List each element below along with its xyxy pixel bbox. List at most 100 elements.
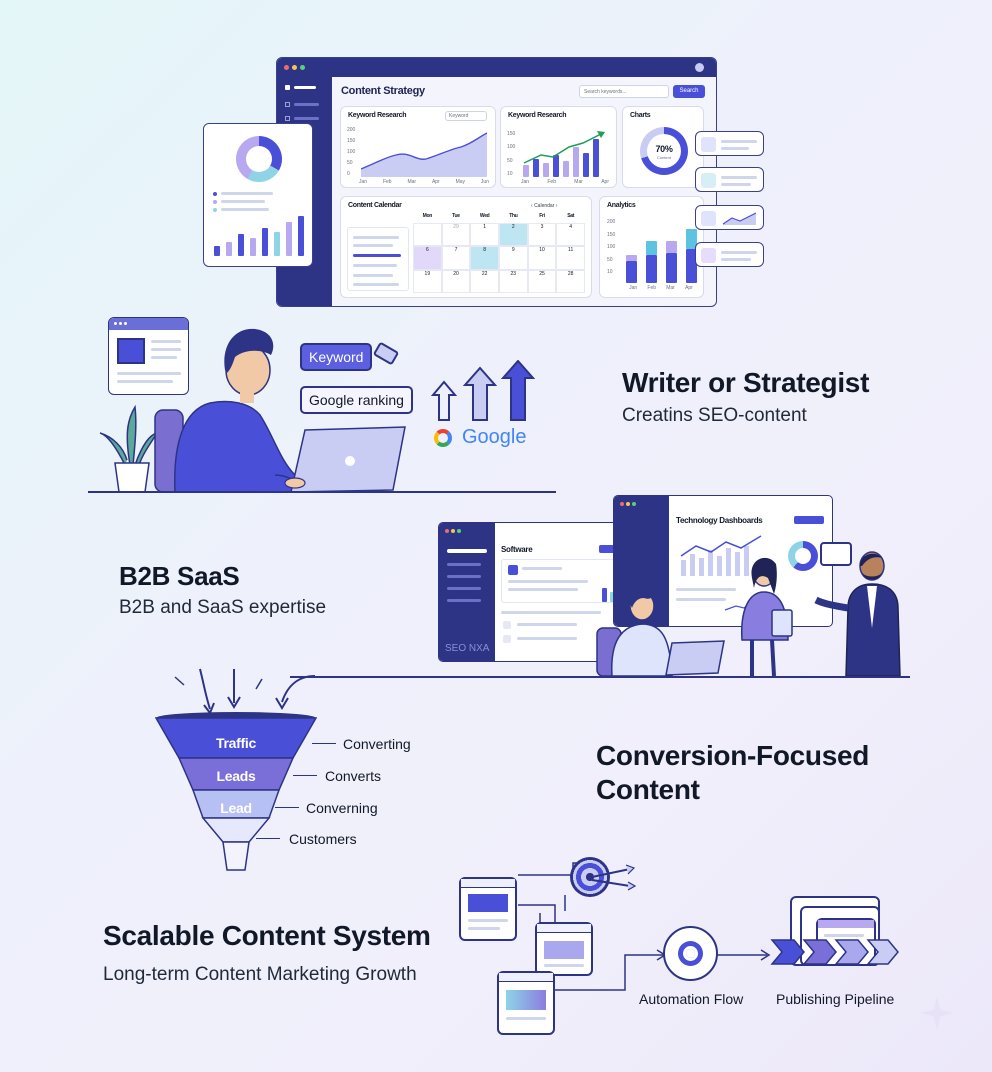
sidebar-item[interactable] xyxy=(447,599,481,602)
growth-arrows-icon xyxy=(430,360,536,421)
bar xyxy=(666,253,677,283)
y-axis-ticks: 200 150 100 50 10 xyxy=(607,219,615,275)
home-icon[interactable] xyxy=(285,85,290,90)
bar xyxy=(666,241,677,253)
y-tick: 150 xyxy=(607,231,616,238)
sidebar-item[interactable] xyxy=(447,575,481,578)
y-tick: 200 xyxy=(347,127,356,133)
sidebar-item-list[interactable] xyxy=(294,103,319,106)
image-placeholder-icon xyxy=(506,990,546,1010)
sidebar-item[interactable] xyxy=(447,549,487,553)
y-tick: 50 xyxy=(347,160,353,166)
task-line xyxy=(353,254,401,257)
calendar-cell[interactable]: 3 xyxy=(527,223,557,247)
text-line xyxy=(151,348,181,351)
widget-analytics[interactable] xyxy=(695,242,764,267)
calendar-cell[interactable]: 7 xyxy=(441,246,471,270)
maximize-dot-icon[interactable] xyxy=(300,65,305,70)
x-tick: Mar xyxy=(666,285,675,291)
sparkle-icon xyxy=(920,996,954,1030)
calendar-cell[interactable]: 19 xyxy=(413,269,442,293)
y-tick: 100 xyxy=(347,149,356,155)
node-bar xyxy=(461,879,515,888)
automation-gear-icon[interactable] xyxy=(663,926,718,981)
calendar-icon xyxy=(701,173,716,188)
keyword-research-card: Keyword Research Keyword 200 150 100 50 … xyxy=(340,106,496,188)
x-axis-ticks: Jan Feb Mar Apr xyxy=(521,179,609,185)
calendar-cell[interactable]: 10 xyxy=(527,246,557,270)
keyword-dropdown[interactable]: Keyword xyxy=(445,111,487,121)
saas-subtitle: B2B and SaaS expertise xyxy=(119,597,327,618)
bar-chart-icon xyxy=(701,137,716,152)
calendar-cell[interactable]: 20 xyxy=(441,269,471,293)
writer-title: Writer or Strategist xyxy=(622,367,870,398)
sidebar-item-doc[interactable] xyxy=(294,117,319,120)
calendar-cell[interactable]: 25 xyxy=(527,269,557,293)
sparkline-icon xyxy=(722,212,757,225)
writer-illustration xyxy=(99,328,406,493)
x-tick: May xyxy=(455,179,466,185)
close-dot-icon[interactable] xyxy=(284,65,289,70)
sidebar-item-home[interactable] xyxy=(294,86,316,89)
calendar-cell[interactable]: 6 xyxy=(413,246,442,270)
gear-center-icon xyxy=(686,949,695,958)
funnel-label-converning: Converning xyxy=(306,800,378,816)
calendar-cell[interactable]: 9 xyxy=(498,246,528,270)
dot-icon xyxy=(124,322,127,325)
analytics-card: Analytics 200 150 100 50 10 Jan Feb Mar … xyxy=(599,196,704,298)
automation-label: Automation Flow xyxy=(639,991,744,1007)
google-logo: Google xyxy=(462,426,527,448)
calendar-cell[interactable]: 22 xyxy=(470,269,499,293)
connector-line xyxy=(312,743,336,744)
day-header: Mon xyxy=(422,213,433,219)
bar xyxy=(610,592,615,602)
bar xyxy=(553,155,559,177)
dot-icon xyxy=(626,502,630,506)
widget-line-chart[interactable] xyxy=(695,205,764,230)
x-axis-ticks: Jan Feb Mar Apr xyxy=(624,285,698,291)
bar xyxy=(226,242,232,256)
trend-icon xyxy=(701,211,716,226)
calendar-cell[interactable] xyxy=(413,223,442,247)
list-icon xyxy=(503,635,511,643)
sidebar-item[interactable] xyxy=(447,563,481,566)
funnel-label-converts: Converts xyxy=(325,768,382,784)
calendar-cell[interactable]: 11 xyxy=(556,246,585,270)
user-avatar-icon[interactable] xyxy=(695,63,704,72)
sidebar-item[interactable] xyxy=(447,587,481,590)
calendar-cell[interactable]: 1 xyxy=(470,223,499,247)
system-subtitle: Long-term Content Marketing Growth xyxy=(103,964,417,985)
minimize-dot-icon[interactable] xyxy=(292,65,297,70)
calendar-nav[interactable]: ‹ Calendar › xyxy=(531,203,558,209)
y-tick: 150 xyxy=(347,138,356,144)
image-placeholder-icon xyxy=(117,338,145,364)
widget-bar-chart[interactable] xyxy=(695,131,764,156)
bar xyxy=(214,246,220,256)
calendar-cell[interactable]: 29 xyxy=(441,223,471,247)
team-illustration xyxy=(596,551,901,677)
calendar-cell[interactable]: 28 xyxy=(556,269,585,293)
calendar-task-list xyxy=(347,227,409,291)
bar xyxy=(250,238,256,256)
doc-icon[interactable] xyxy=(285,116,290,121)
calendar-cell[interactable]: 2 xyxy=(498,223,528,247)
day-header: Wed xyxy=(479,213,490,219)
node-bar xyxy=(818,920,874,928)
calendar-cell[interactable]: 8 xyxy=(470,246,499,270)
widget-line xyxy=(721,147,749,150)
image-placeholder-icon xyxy=(468,894,508,912)
search-input[interactable]: Search keywords... xyxy=(579,85,669,98)
list-icon[interactable] xyxy=(285,102,290,107)
content-calendar-card: Content Calendar ‹ Calendar › Mon Tue We… xyxy=(340,196,592,298)
conversion-title-line2: Content xyxy=(596,774,700,805)
header-button[interactable] xyxy=(794,516,824,524)
flow-node-doc-3 xyxy=(497,971,555,1035)
calendar-cell[interactable]: 4 xyxy=(556,223,585,247)
search-button[interactable]: Search xyxy=(673,85,705,98)
text-line xyxy=(508,588,578,591)
bar xyxy=(593,139,599,177)
calendar-cell[interactable]: 23 xyxy=(498,269,528,293)
widget-line xyxy=(721,176,757,179)
widget-calendar[interactable] xyxy=(695,167,764,192)
card-title: Content Calendar xyxy=(348,202,402,209)
